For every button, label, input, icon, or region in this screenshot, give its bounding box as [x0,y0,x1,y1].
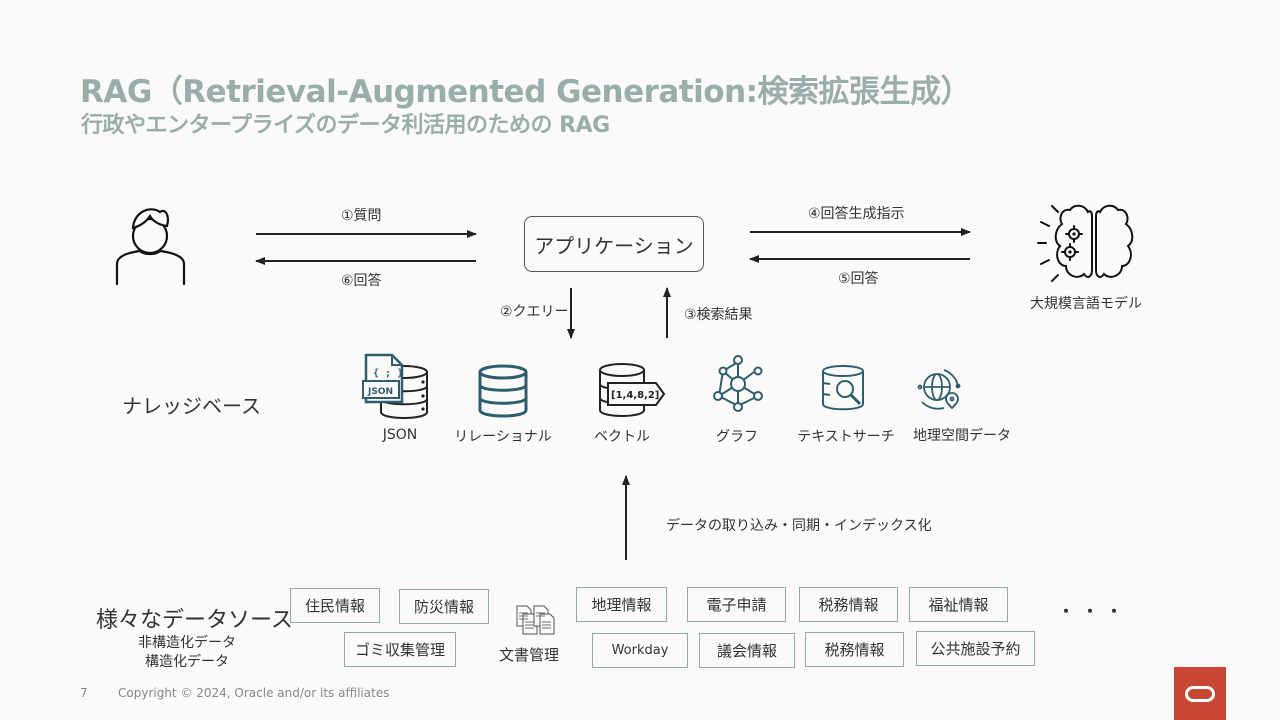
vector-database-icon: [1,4,8,2] [599,363,666,417]
application-box: アプリケーション [524,216,704,272]
source-chip-label: 税務情報 [824,641,885,659]
source-chip-label: 税務情報 [818,596,879,614]
json-badge: JSON [367,387,393,397]
source-chip: 公共施設予約 [916,631,1035,666]
text-search-icon [822,365,864,411]
vector-value: [1,4,8,2] [611,390,659,401]
more-sources-ellipsis: ・・・ [1058,602,1131,621]
geospatial-icon [917,369,961,410]
step4-label: ④回答生成指示 [808,206,905,222]
step1-label: ①質問 [341,208,382,224]
source-chip: 税務情報 [799,587,898,622]
relational-database-icon [478,364,528,418]
source-chip-label: ゴミ収集管理 [354,641,445,659]
page-subtitle: 行政やエンタープライズのデータ利活用のための RAG [81,113,610,138]
step2-label: ②クエリー [500,304,569,320]
source-chip: ゴミ収集管理 [344,632,456,667]
application-label: アプリケーション [534,233,694,258]
data-sources-title: 様々なデータソース [96,608,293,633]
source-chip: 住民情報 [290,588,380,623]
step5-label: ⑤回答 [838,271,879,287]
source-chip-label: 議会情報 [716,642,777,660]
structured-data-label: 構造化データ [145,654,229,670]
copyright: Copyright © 2024, Oracle and/or its affi… [118,686,390,700]
oracle-ring-icon [1185,685,1215,702]
knowledge-base-label: ナレッジベース [122,394,261,418]
source-chip: 議会情報 [699,633,795,668]
source-chip-label: Workday [611,643,669,658]
kb-label-graph: グラフ [716,429,758,445]
kb-label-vector: ベクトル [594,429,650,445]
source-chip: 福祉情報 [909,587,1008,622]
kb-label-geospatial: 地理空間データ [913,428,1011,444]
source-chip-label: 公共施設予約 [930,640,1021,658]
source-chip: 地理情報 [576,587,667,622]
oracle-logo [1174,667,1226,720]
step6-label: ⑥回答 [341,273,382,289]
kb-label-text-search: テキストサーチ [797,429,895,445]
source-chip-label: 防災情報 [413,598,474,616]
step3-label: ③検索結果 [684,307,753,323]
kb-label-json: JSON [382,427,418,443]
source-chip-label: 福祉情報 [928,596,989,614]
page-title: RAG（Retrieval-Augmented Generation:検索拡張生… [80,74,972,110]
source-chip-label: 住民情報 [304,597,365,615]
source-chip-label: 地理情報 [591,596,652,614]
source-chip: Workday [592,633,688,668]
json-database-icon: { ; } JSON [362,353,428,419]
source-chip: 防災情報 [399,589,489,624]
source-chip: 税務情報 [805,632,904,667]
ingest-label: データの取り込み・同期・インデックス化 [666,518,932,534]
kb-label-relational: リレーショナル [454,429,552,445]
source-chip: 電子申請 [687,587,786,622]
document-management-label: 文書管理 [499,646,560,664]
llm-label: 大規模言語モデル [1030,296,1142,312]
source-chip-label: 電子申請 [706,596,767,614]
unstructured-data-label: 非構造化データ [138,635,236,651]
page-number: 7 [80,686,88,700]
json-braces: { ; } [373,368,403,379]
graph-icon [713,355,763,412]
